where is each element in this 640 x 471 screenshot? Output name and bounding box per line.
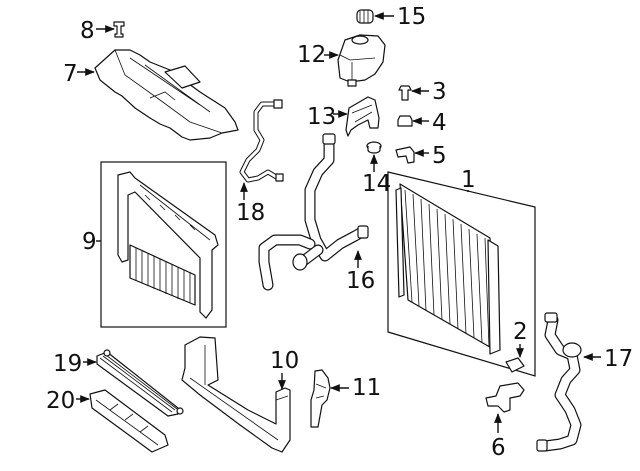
callout-13: 13 — [307, 104, 348, 130]
callout-3: 3 — [411, 79, 447, 105]
callout-9-label: 9 — [82, 229, 97, 255]
callout-20-label: 20 — [46, 388, 75, 414]
callout-7: 7 — [63, 61, 95, 87]
callout-7-label: 7 — [63, 61, 78, 87]
part-5-bracket-clip[interactable] — [395, 146, 415, 164]
part-12-coolant-reservoir[interactable] — [337, 34, 386, 87]
part-20-auxiliary-cooler-housing[interactable] — [89, 389, 169, 453]
callout-14: 14 — [362, 154, 391, 197]
callout-13-label: 13 — [307, 104, 336, 130]
part-13-reservoir-bracket[interactable] — [345, 96, 380, 137]
callout-15: 15 — [374, 4, 426, 30]
part-4-nut[interactable] — [397, 115, 413, 127]
callout-17: 17 — [583, 346, 633, 372]
callout-11-label: 11 — [352, 375, 381, 401]
callout-5: 5 — [414, 143, 447, 169]
callout-17-label: 17 — [604, 346, 633, 372]
part-16-upper-radiator-hose[interactable] — [258, 133, 369, 291]
callout-20: 20 — [46, 388, 90, 414]
callout-18-label: 18 — [236, 200, 265, 226]
callout-15-label: 15 — [397, 4, 426, 30]
callout-6: 6 — [491, 413, 506, 461]
callout-16: 16 — [346, 250, 375, 294]
callout-4-label: 4 — [432, 110, 447, 136]
callout-11: 11 — [330, 375, 381, 401]
callout-16-label: 16 — [346, 268, 375, 294]
callout-6-label: 6 — [491, 435, 506, 461]
callout-8: 8 — [80, 18, 115, 44]
callout-18: 18 — [236, 182, 265, 226]
part-19-auxiliary-cooler[interactable] — [96, 349, 184, 417]
part-6-lower-mount-bracket[interactable] — [485, 382, 525, 413]
callout-1: 1 — [461, 167, 476, 193]
part-18-sensor-wiring-harness[interactable] — [239, 99, 284, 183]
callout-19-label: 19 — [53, 351, 82, 377]
callout-3-label: 3 — [432, 79, 447, 105]
part-15-reservoir-cap[interactable] — [356, 9, 374, 24]
part-11-side-air-deflector[interactable] — [310, 369, 331, 428]
callout-2: 2 — [513, 319, 528, 358]
part-9-air-duct-shroud-assembly[interactable] — [100, 161, 227, 328]
callout-8-label: 8 — [80, 18, 95, 44]
callout-2-label: 2 — [513, 319, 528, 345]
part-9-frame — [100, 161, 227, 328]
part-14-grommet[interactable] — [366, 141, 382, 154]
callout-10-label: 10 — [270, 348, 299, 374]
callout-1-label: 1 — [461, 167, 476, 193]
part-17-lower-radiator-hose[interactable] — [536, 312, 582, 452]
callout-12: 12 — [297, 42, 339, 68]
part-1-radiator[interactable] — [387, 171, 536, 377]
callout-5-label: 5 — [432, 143, 447, 169]
callout-10: 10 — [270, 348, 299, 390]
callout-19: 19 — [53, 351, 97, 377]
part-2-radiator-sensor-clip[interactable] — [505, 357, 525, 373]
callout-9: 9 — [82, 229, 101, 255]
part-1-frame — [387, 171, 536, 377]
callout-12-label: 12 — [297, 42, 326, 68]
part-10-lower-support-bar[interactable] — [181, 336, 291, 453]
callout-4: 4 — [412, 110, 447, 136]
part-8-push-pin-clip[interactable] — [113, 21, 125, 38]
part-7-upper-air-guide-panel[interactable] — [94, 49, 239, 141]
callout-14-label: 14 — [362, 171, 391, 197]
part-3-bolt[interactable] — [398, 85, 412, 101]
